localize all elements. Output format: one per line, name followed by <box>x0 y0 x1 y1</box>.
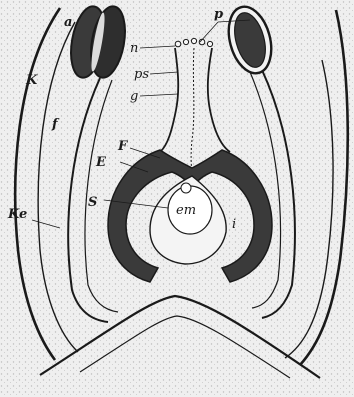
label-Ke: Ke <box>7 207 27 222</box>
label-ps: ps <box>134 67 149 82</box>
label-S: S <box>88 195 97 210</box>
label-K: K <box>25 73 38 88</box>
micropyle-cells <box>181 183 191 193</box>
label-p: p <box>214 7 223 22</box>
label-a: a <box>64 15 72 30</box>
label-F: F <box>117 139 128 154</box>
label-g: g <box>130 89 138 104</box>
label-i: i <box>232 217 236 232</box>
label-E: E <box>95 155 107 170</box>
label-em: em <box>176 203 196 218</box>
label-n: n <box>130 41 138 56</box>
